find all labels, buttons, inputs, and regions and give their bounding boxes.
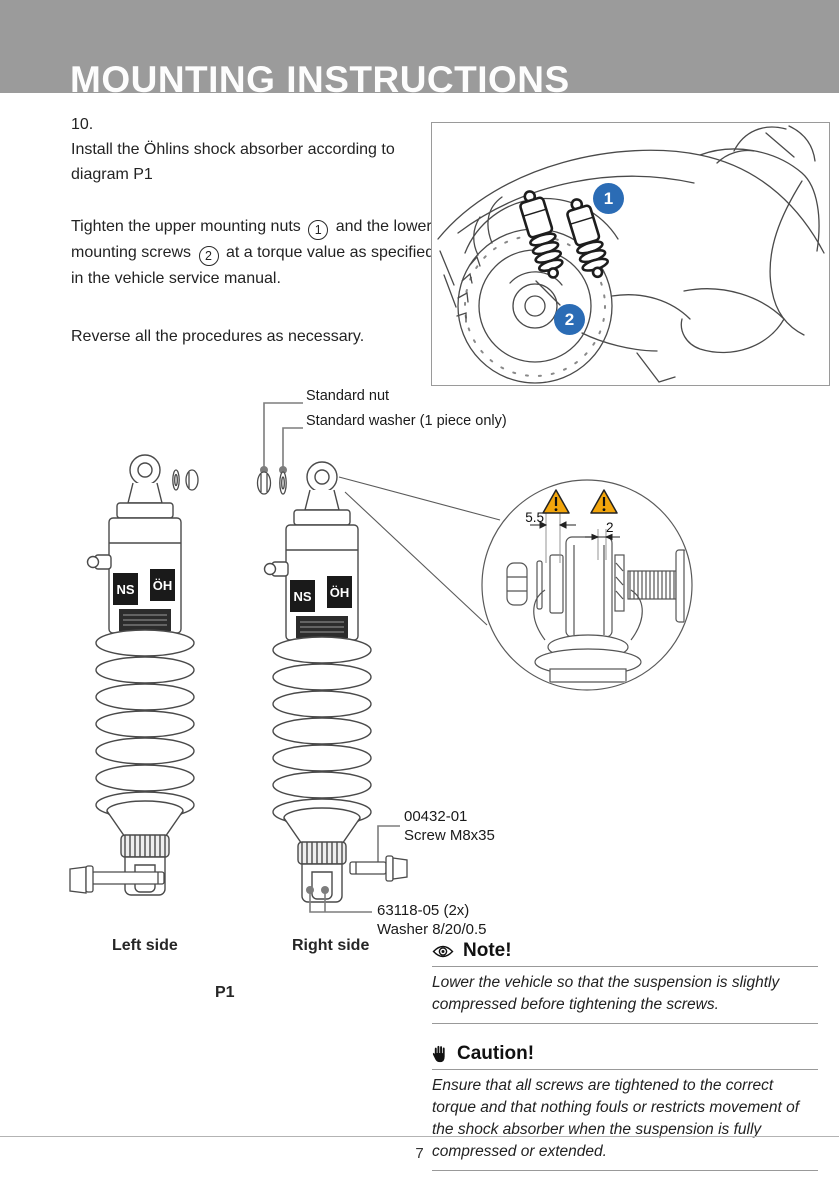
caution-block: Caution! Ensure that all screws are tigh… [432, 1041, 818, 1171]
tighten-text-2: and the lower mounting screws [71, 218, 432, 261]
screw-part-number: 00432-01 [404, 808, 468, 825]
step-number: 10. [71, 116, 94, 133]
left-shock-loose-parts [172, 469, 199, 491]
circled-number-1: 1 [308, 220, 329, 240]
washer-part-label: 63118-05 (2x) Washer 8/20/0.5 [377, 902, 487, 939]
washer-part-desc: Washer 8/20/0.5 [377, 920, 487, 938]
note-block: Note! Lower the vehicle so that the susp… [432, 938, 818, 1024]
warning-triangle-icon [590, 489, 618, 514]
motorcycle-figure: 1 2 [431, 122, 830, 386]
note-heading: Note! [432, 938, 818, 967]
screw-part [349, 855, 408, 882]
install-text: Install the Öhlins shock absorber accord… [71, 141, 395, 183]
standard-nut-label: Standard nut [306, 388, 390, 404]
p1-diagram-art: NS ÖH NS ÖH [69, 402, 693, 913]
note-body: Lower the vehicle so that the suspension… [432, 967, 818, 1024]
figure-ref-p1: P1 [215, 984, 235, 1001]
tighten-paragraph: Tighten the upper mounting nuts 1 and th… [71, 214, 439, 291]
standard-nut-part [256, 471, 272, 495]
note-title: Note! [463, 940, 512, 961]
shock-absorber-right [263, 461, 372, 903]
left-side-label: Left side [112, 937, 178, 954]
footer-rule [0, 1136, 839, 1137]
washer-leader-dot [306, 886, 314, 894]
reverse-paragraph: Reverse all the procedures as necessary. [71, 328, 365, 345]
caution-body: Ensure that all screws are tightened to … [432, 1070, 818, 1171]
instruction-column: 10. Install the Öhlins shock absorber ac… [71, 112, 439, 376]
caution-title: Caution! [457, 1043, 535, 1064]
shock-in-vehicle-right [566, 198, 609, 279]
shock-in-vehicle-left [519, 190, 564, 279]
hand-icon [432, 1045, 445, 1063]
brand-fragment: NS [116, 582, 134, 597]
screw-part-desc: Screw M8x35 [404, 826, 495, 844]
brand-fragment: ÖH [330, 585, 350, 600]
circled-number-2: 2 [198, 246, 219, 266]
brand-fragment: NS [293, 589, 311, 604]
page-header-bar: MOUNTING INSTRUCTIONS [0, 0, 839, 100]
dimension-2: 2 [606, 520, 614, 535]
washer-leader-dot [279, 466, 287, 474]
washer-part-number: 63118-05 (2x) [377, 902, 470, 919]
motorcycle-line-art [437, 125, 825, 384]
tighten-text-3: at a torque value as specified in the ve… [71, 244, 435, 287]
washer-leader-dot [321, 886, 329, 894]
right-side-label: Right side [292, 937, 370, 954]
step-paragraph: 10. Install the Öhlins shock absorber ac… [71, 112, 439, 187]
caution-heading: Caution! [432, 1041, 818, 1070]
eye-icon [432, 945, 454, 957]
warning-triangle-icon [542, 489, 570, 514]
shock-absorber-left [86, 454, 195, 896]
loose-bolt-left [69, 865, 165, 894]
standard-washer-label: Standard washer (1 piece only) [306, 413, 507, 429]
brand-fragment: ÖH [153, 578, 173, 593]
note-caution-column: Note! Lower the vehicle so that the susp… [432, 938, 818, 1188]
standard-washer-part [279, 471, 287, 495]
page-title: MOUNTING INSTRUCTIONS [70, 59, 570, 100]
tighten-text-1: Tighten the upper mounting nuts [71, 218, 301, 235]
p1-diagram: NS ÖH NS ÖH [0, 385, 839, 954]
screw-part-label: 00432-01 Screw M8x35 [404, 808, 495, 845]
page-number: 7 [415, 1145, 424, 1162]
callout-2-badge: 2 [554, 304, 585, 335]
nut-washer-leaders [263, 402, 303, 468]
screw-leader [377, 825, 400, 866]
dimension-5-5: 5.5 [525, 510, 544, 525]
magnifier-cone [338, 476, 501, 626]
callout-1-badge: 1 [593, 183, 624, 214]
